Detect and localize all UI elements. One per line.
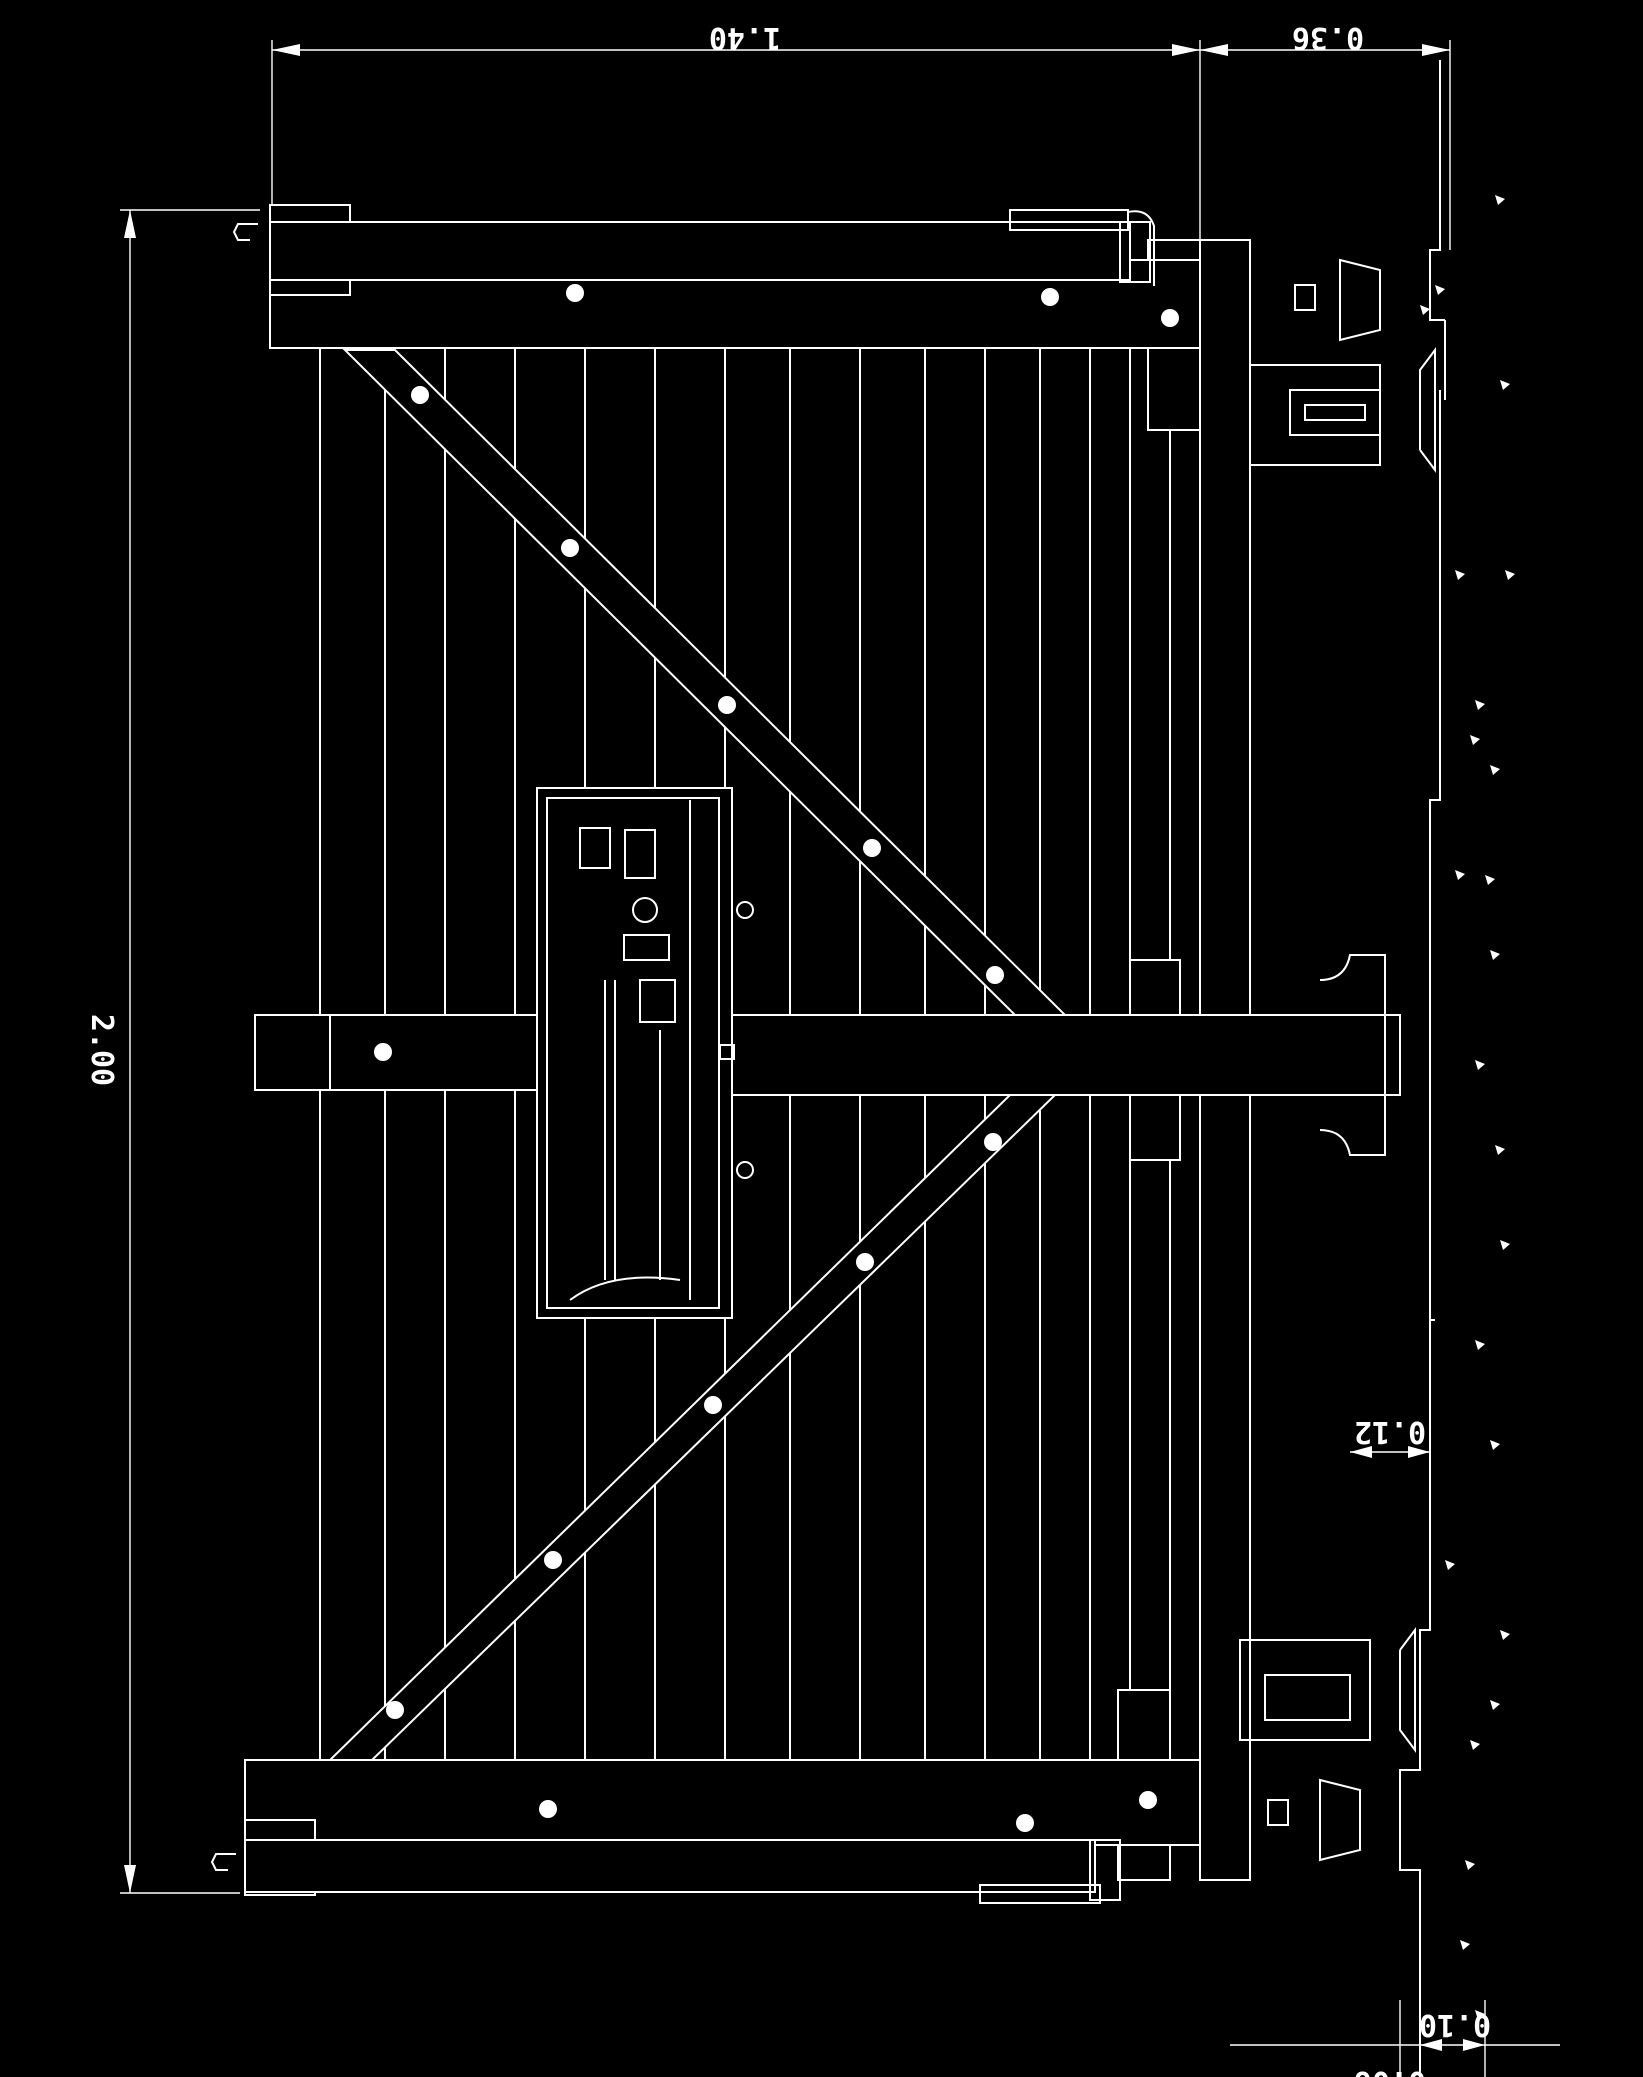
dimension-lines (120, 40, 1560, 2077)
gravel-stone (1470, 735, 1480, 745)
gravel-stone (1435, 285, 1445, 295)
dim-bottom-b: 0.06 (1354, 2064, 1426, 2077)
gravel-stone (1495, 195, 1505, 205)
gravel-stone (1455, 870, 1465, 880)
gravel-stone (1455, 570, 1465, 580)
dim-top-offset: 0.36 (1292, 20, 1364, 55)
dimension-labels: 1.40 0.36 2.00 0.12 0.10 0.06 (84, 20, 1491, 2077)
gravel-stone (1485, 875, 1495, 885)
gravel-stone (1495, 1145, 1505, 1155)
gravel-stone (1470, 1740, 1480, 1750)
gravel-stone (1475, 1060, 1485, 1070)
dim-height: 2.00 (84, 1014, 119, 1086)
gravel-stone (1490, 1440, 1500, 1450)
diagonal-braces (327, 349, 1068, 1761)
gravel-stone (1500, 380, 1510, 390)
gravel-stone (1420, 305, 1430, 315)
gravel-stone (1445, 1560, 1455, 1570)
gravel-stone (1475, 700, 1485, 710)
gravel-fill (1420, 195, 1515, 2020)
top-rail (232, 204, 1201, 349)
bottom-rail (210, 1759, 1201, 1904)
gravel-stone (1500, 1630, 1510, 1640)
gravel-stone (1475, 1340, 1485, 1350)
gravel-stone (1490, 765, 1500, 775)
gravel-stone (1465, 1860, 1475, 1870)
gravel-stone (1490, 1700, 1500, 1710)
middle-rail (254, 1014, 1401, 1096)
gravel-stone (1505, 570, 1515, 580)
gravel-stone (1490, 950, 1500, 960)
ground-section (1399, 60, 1515, 2077)
dim-side-gap: 0.12 (1354, 1414, 1426, 1449)
gravel-stone (1460, 1940, 1470, 1950)
control-cabinet (536, 787, 754, 1319)
hinge-hardware (1239, 258, 1436, 1862)
gravel-stone (1475, 2010, 1485, 2020)
dim-top-width: 1.40 (709, 20, 781, 55)
gravel-stone (1500, 1240, 1510, 1250)
